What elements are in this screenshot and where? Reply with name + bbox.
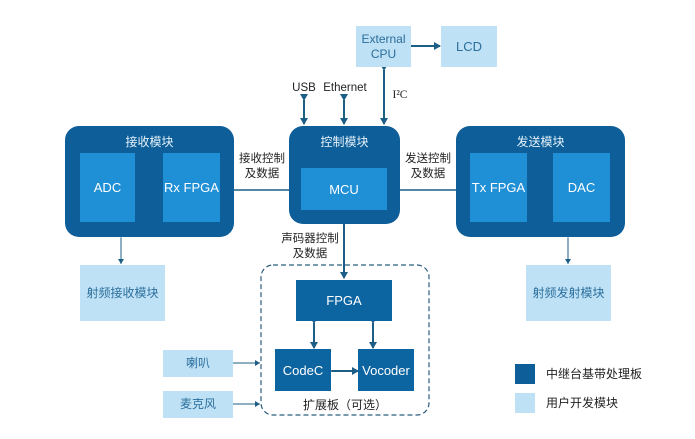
- legend-label-baseband: 中继台基带处理板: [546, 367, 643, 381]
- receive-module: 接收模块 ADC Rx FPGA: [65, 126, 234, 237]
- send-module-title: 发送模块: [516, 135, 565, 149]
- rx-control-label: 接收控制 及数据: [234, 152, 290, 182]
- receive-module-title: 接收模块: [125, 135, 174, 149]
- rx-fpga-box: Rx FPGA: [163, 153, 220, 222]
- ethernet-label: Ethernet: [323, 82, 367, 94]
- external-cpu-box: External CPU: [356, 26, 411, 67]
- vocoder-control-label-line1: 声码器控制: [281, 233, 339, 245]
- tx-control-label-line2: 及数据: [410, 168, 446, 180]
- vocoder-control-label: 声码器控制 及数据: [279, 232, 341, 262]
- legend-swatch-user: [515, 393, 535, 413]
- expansion-board-border: [260, 264, 430, 416]
- expansion-fpga-box: FPGA: [296, 280, 392, 321]
- rf-receive-box: 射频接收模块: [80, 265, 165, 321]
- rx-control-label-line2: 及数据: [244, 168, 280, 180]
- vocoder-box: Vocoder: [358, 349, 414, 391]
- usb-label: USB: [292, 82, 316, 94]
- vocoder-control-label-line2: 及数据: [292, 248, 328, 260]
- tx-fpga-box: Tx FPGA: [470, 153, 527, 222]
- i2c-label: I²C: [392, 89, 408, 101]
- rx-control-label-line1: 接收控制: [239, 153, 285, 165]
- adc-box: ADC: [80, 153, 135, 222]
- lcd-box: LCD: [441, 26, 497, 67]
- tx-control-label-line1: 发送控制: [405, 153, 451, 165]
- legend-label-user: 用户开发模块: [546, 396, 619, 410]
- control-module: 控制模块 MCU: [289, 126, 400, 224]
- codec-box: CodeC: [275, 349, 331, 391]
- rf-transmit-box: 射频发射模块: [526, 265, 611, 321]
- legend: 中继台基带处理板 用户开发模块: [515, 364, 675, 414]
- send-module: 发送模块 Tx FPGA DAC: [456, 126, 625, 237]
- dac-box: DAC: [553, 153, 610, 222]
- microphone-box: 麦克风: [163, 391, 233, 418]
- expansion-board-caption: 扩展板（可选）: [302, 398, 387, 412]
- tx-control-label: 发送控制 及数据: [400, 152, 456, 182]
- speaker-box: 喇叭: [163, 350, 233, 377]
- legend-swatch-baseband: [515, 364, 535, 384]
- mcu-box: MCU: [301, 168, 387, 210]
- control-module-title: 控制模块: [320, 135, 369, 149]
